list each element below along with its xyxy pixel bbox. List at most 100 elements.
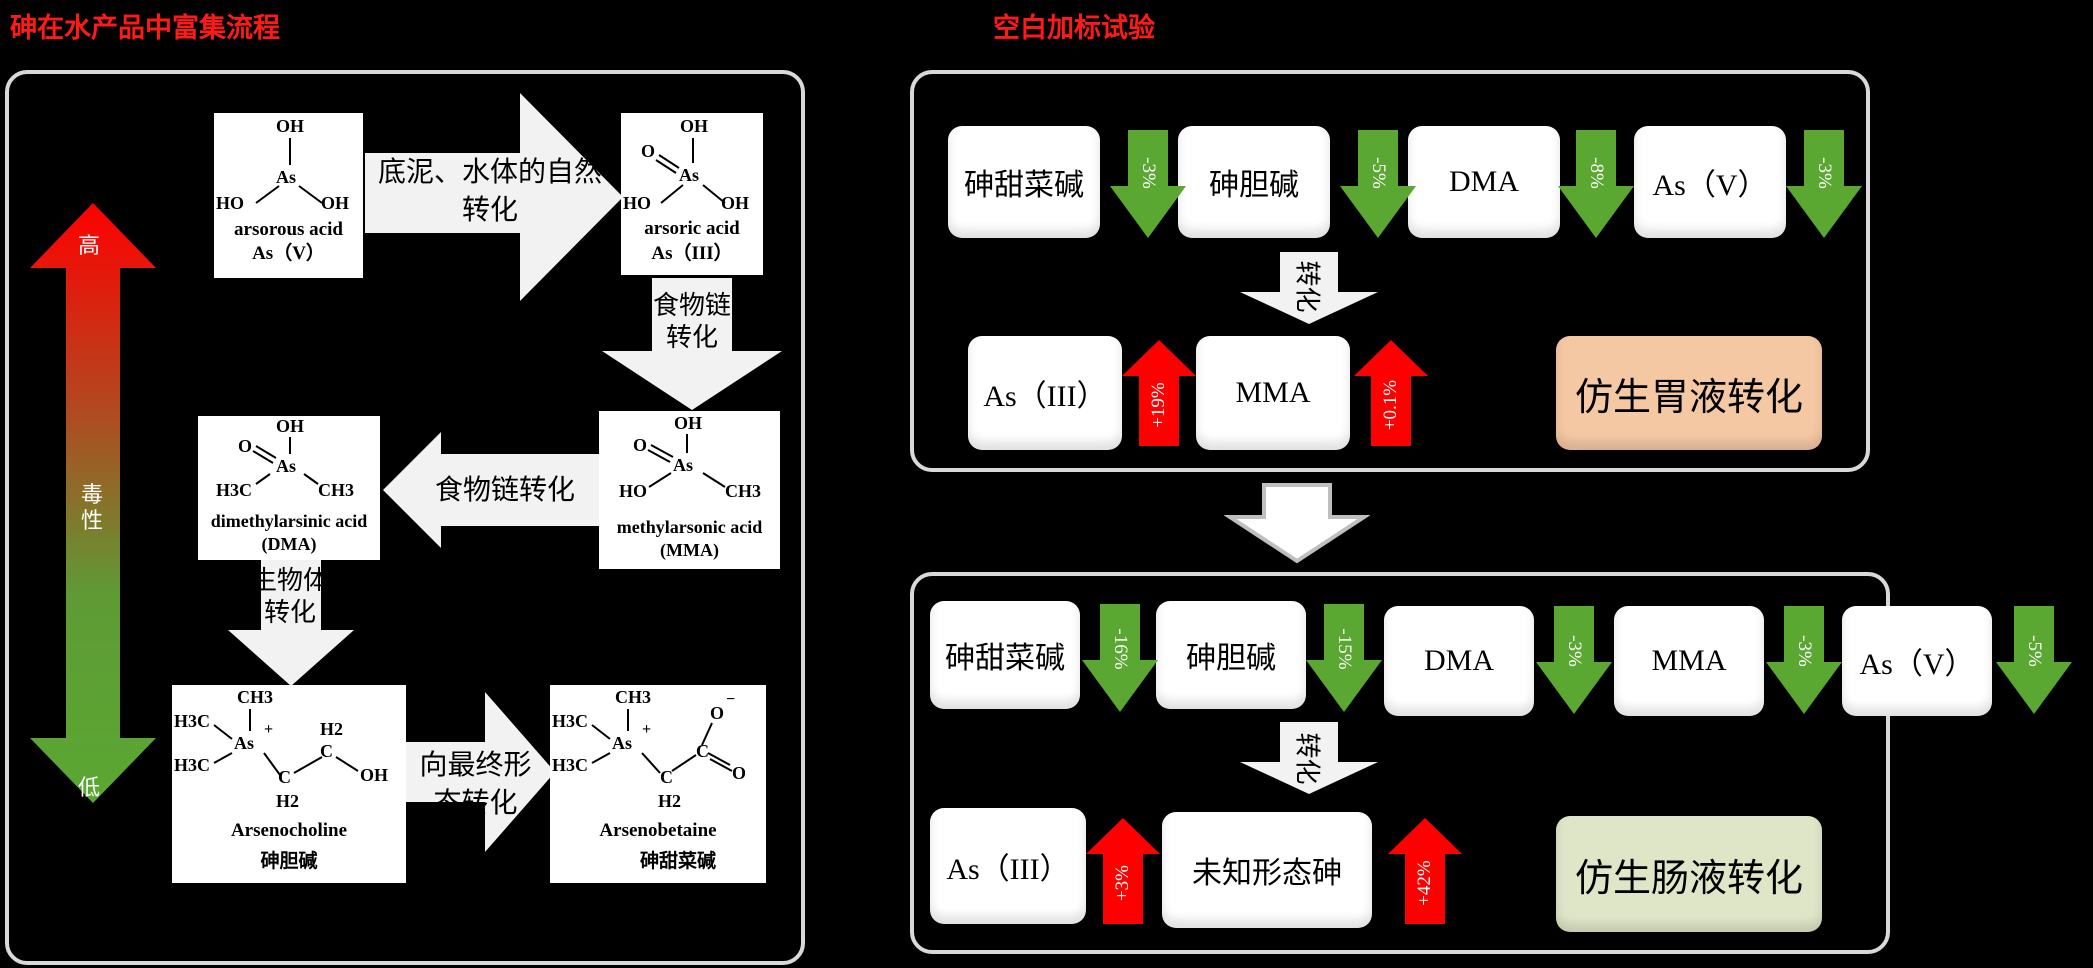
methyl-group: H3C (552, 755, 588, 775)
hydroxyl: OH (721, 193, 750, 213)
methyl-group: H3C (216, 480, 252, 500)
gastric-product-as3: As（III） (968, 336, 1122, 450)
foodchain-left-label: 食物链转化 (434, 473, 575, 506)
bio-conversion-label: 生物体转化 (250, 566, 329, 628)
decrease-arrow-icon (1110, 130, 1186, 238)
gastric-box-arsenobetaine: 砷甜菜碱 (948, 126, 1100, 238)
gastric-panel (910, 70, 1870, 472)
convert-label: 转化 (1291, 260, 1322, 313)
gastric-condition-label: 仿生胃液转化 (1556, 336, 1822, 450)
compound-species: (DMA) (261, 534, 317, 554)
arsenic-atom: As (612, 733, 633, 753)
hydroxyl: OH (674, 413, 703, 433)
decrease-arrow-icon (1766, 606, 1842, 714)
increase-arrow-icon (1086, 818, 1160, 924)
increase-value: +3% (1112, 864, 1133, 902)
final-conversion-arrow (405, 692, 555, 852)
compound-species: As（V） (252, 243, 325, 264)
compound-name: methylarsonic acid (616, 517, 763, 537)
gastric-product-mma: MMA (1196, 336, 1350, 450)
oxygen: O (732, 763, 747, 783)
oxygen: O (641, 141, 656, 161)
arsoric-acid-card: OH O As HO OH arsoric acid As（III） (621, 113, 763, 275)
hydroxyl: HO (619, 481, 648, 501)
bond-lines (213, 709, 359, 776)
intestinal-box-as5: As（V） (1842, 606, 1992, 716)
compound-name: arsoric acid (644, 218, 740, 239)
toxicity-low-label: 低 (78, 776, 101, 801)
arsenic-atom: As (673, 455, 694, 475)
arsorous-acid-card: OH As HO OH arsorous acid As（V） (214, 113, 363, 278)
bond-lines (655, 138, 726, 204)
decrease-value: -3% (1564, 635, 1585, 667)
increase-arrow-icon (1388, 818, 1462, 924)
final-conversion-label: 向最终形态转化 (419, 748, 532, 819)
panel-transition-arrow-icon (1224, 483, 1370, 564)
methylene-h2: H2 (658, 791, 682, 811)
intestinal-condition-label: 仿生肠液转化 (1556, 816, 1822, 932)
intestinal-product-as3: As（III） (930, 808, 1086, 924)
gastric-box-dma: DMA (1408, 126, 1560, 238)
hydroxyl: HO (216, 193, 245, 213)
methyl-group: CH3 (318, 480, 354, 500)
decrease-arrow-icon (1340, 130, 1416, 238)
decrease-value: -5% (2024, 635, 2045, 667)
decrease-arrow-icon (1786, 130, 1862, 238)
bond-lines (591, 709, 733, 774)
decrease-value: -3% (1138, 157, 1159, 189)
decrease-arrow-icon (1558, 130, 1634, 238)
carbon-atom: C (660, 767, 673, 787)
compound-chinese-name: 砷甜菜碱 (639, 851, 716, 872)
intestinal-box-arsenocholine: 砷胆碱 (1156, 601, 1306, 709)
decrease-value: -5% (1368, 157, 1389, 189)
decrease-value: -3% (1794, 635, 1815, 667)
hydroxyl: OH (276, 416, 305, 436)
convert-label: 转化 (1291, 732, 1322, 785)
positive-charge: + (264, 721, 274, 738)
intestinal-product-unknown: 未知形态砷 (1162, 812, 1372, 928)
carbon-atom: C (320, 741, 333, 761)
negative-charge: − (726, 691, 736, 708)
arsenic-atom: As (276, 456, 297, 476)
oxygen: O (710, 703, 725, 723)
enrichment-panel (5, 70, 805, 965)
foodchain-left-arrow (383, 432, 601, 548)
intestinal-box-mma: MMA (1614, 606, 1764, 716)
methylene-h2: H2 (276, 791, 300, 811)
carbon-atom: C (696, 741, 709, 761)
methyl-group: CH3 (615, 687, 651, 707)
dma-card: OH O As H3C CH3 dimethylarsinic acid (DM… (198, 416, 380, 560)
convert-arrow-icon (1240, 252, 1378, 324)
arsenobetaine-card: CH3 H3C H3C As + C C H2 O − O Arsenobeta… (550, 685, 766, 883)
methyl-group: H3C (552, 711, 588, 731)
hydroxyl: HO (623, 193, 652, 213)
increase-value: +19% (1148, 382, 1169, 428)
decrease-value: -8% (1586, 157, 1607, 189)
positive-charge: + (642, 721, 652, 738)
methylene-h2: H2 (320, 719, 344, 739)
compound-name: Arsenobetaine (599, 820, 717, 841)
toxicity-high-label: 高 (78, 234, 101, 259)
intestinal-box-dma: DMA (1384, 606, 1534, 716)
bond-lines (255, 138, 323, 204)
carbon-atom: C (278, 767, 291, 787)
bio-conversion-arrow (228, 560, 354, 686)
toxicity-arrow (30, 203, 156, 803)
compound-name: arsorous acid (234, 219, 343, 240)
left-title: 砷在水产品中富集流程 (10, 13, 280, 44)
foodchain-down-label: 食物链转化 (652, 291, 731, 353)
decrease-arrow-icon (1306, 604, 1382, 712)
methyl-group: CH3 (725, 481, 761, 501)
increase-value: +42% (1414, 860, 1435, 906)
bond-lines (647, 434, 726, 488)
arsenic-atom: As (276, 167, 297, 187)
compound-name: Arsenocholine (230, 820, 348, 841)
arsenic-atom: As (679, 165, 700, 185)
intestinal-box-arsenobetaine: 砷甜菜碱 (930, 601, 1080, 709)
gastric-box-arsenocholine: 砷胆碱 (1178, 126, 1330, 238)
decrease-value: -3% (1814, 157, 1835, 189)
compound-species: (MMA) (660, 540, 719, 560)
hydroxyl: OH (680, 116, 709, 136)
hydroxyl: OH (360, 765, 389, 785)
mma-card: OH O As HO CH3 methylarsonic acid (MMA) (599, 411, 780, 569)
